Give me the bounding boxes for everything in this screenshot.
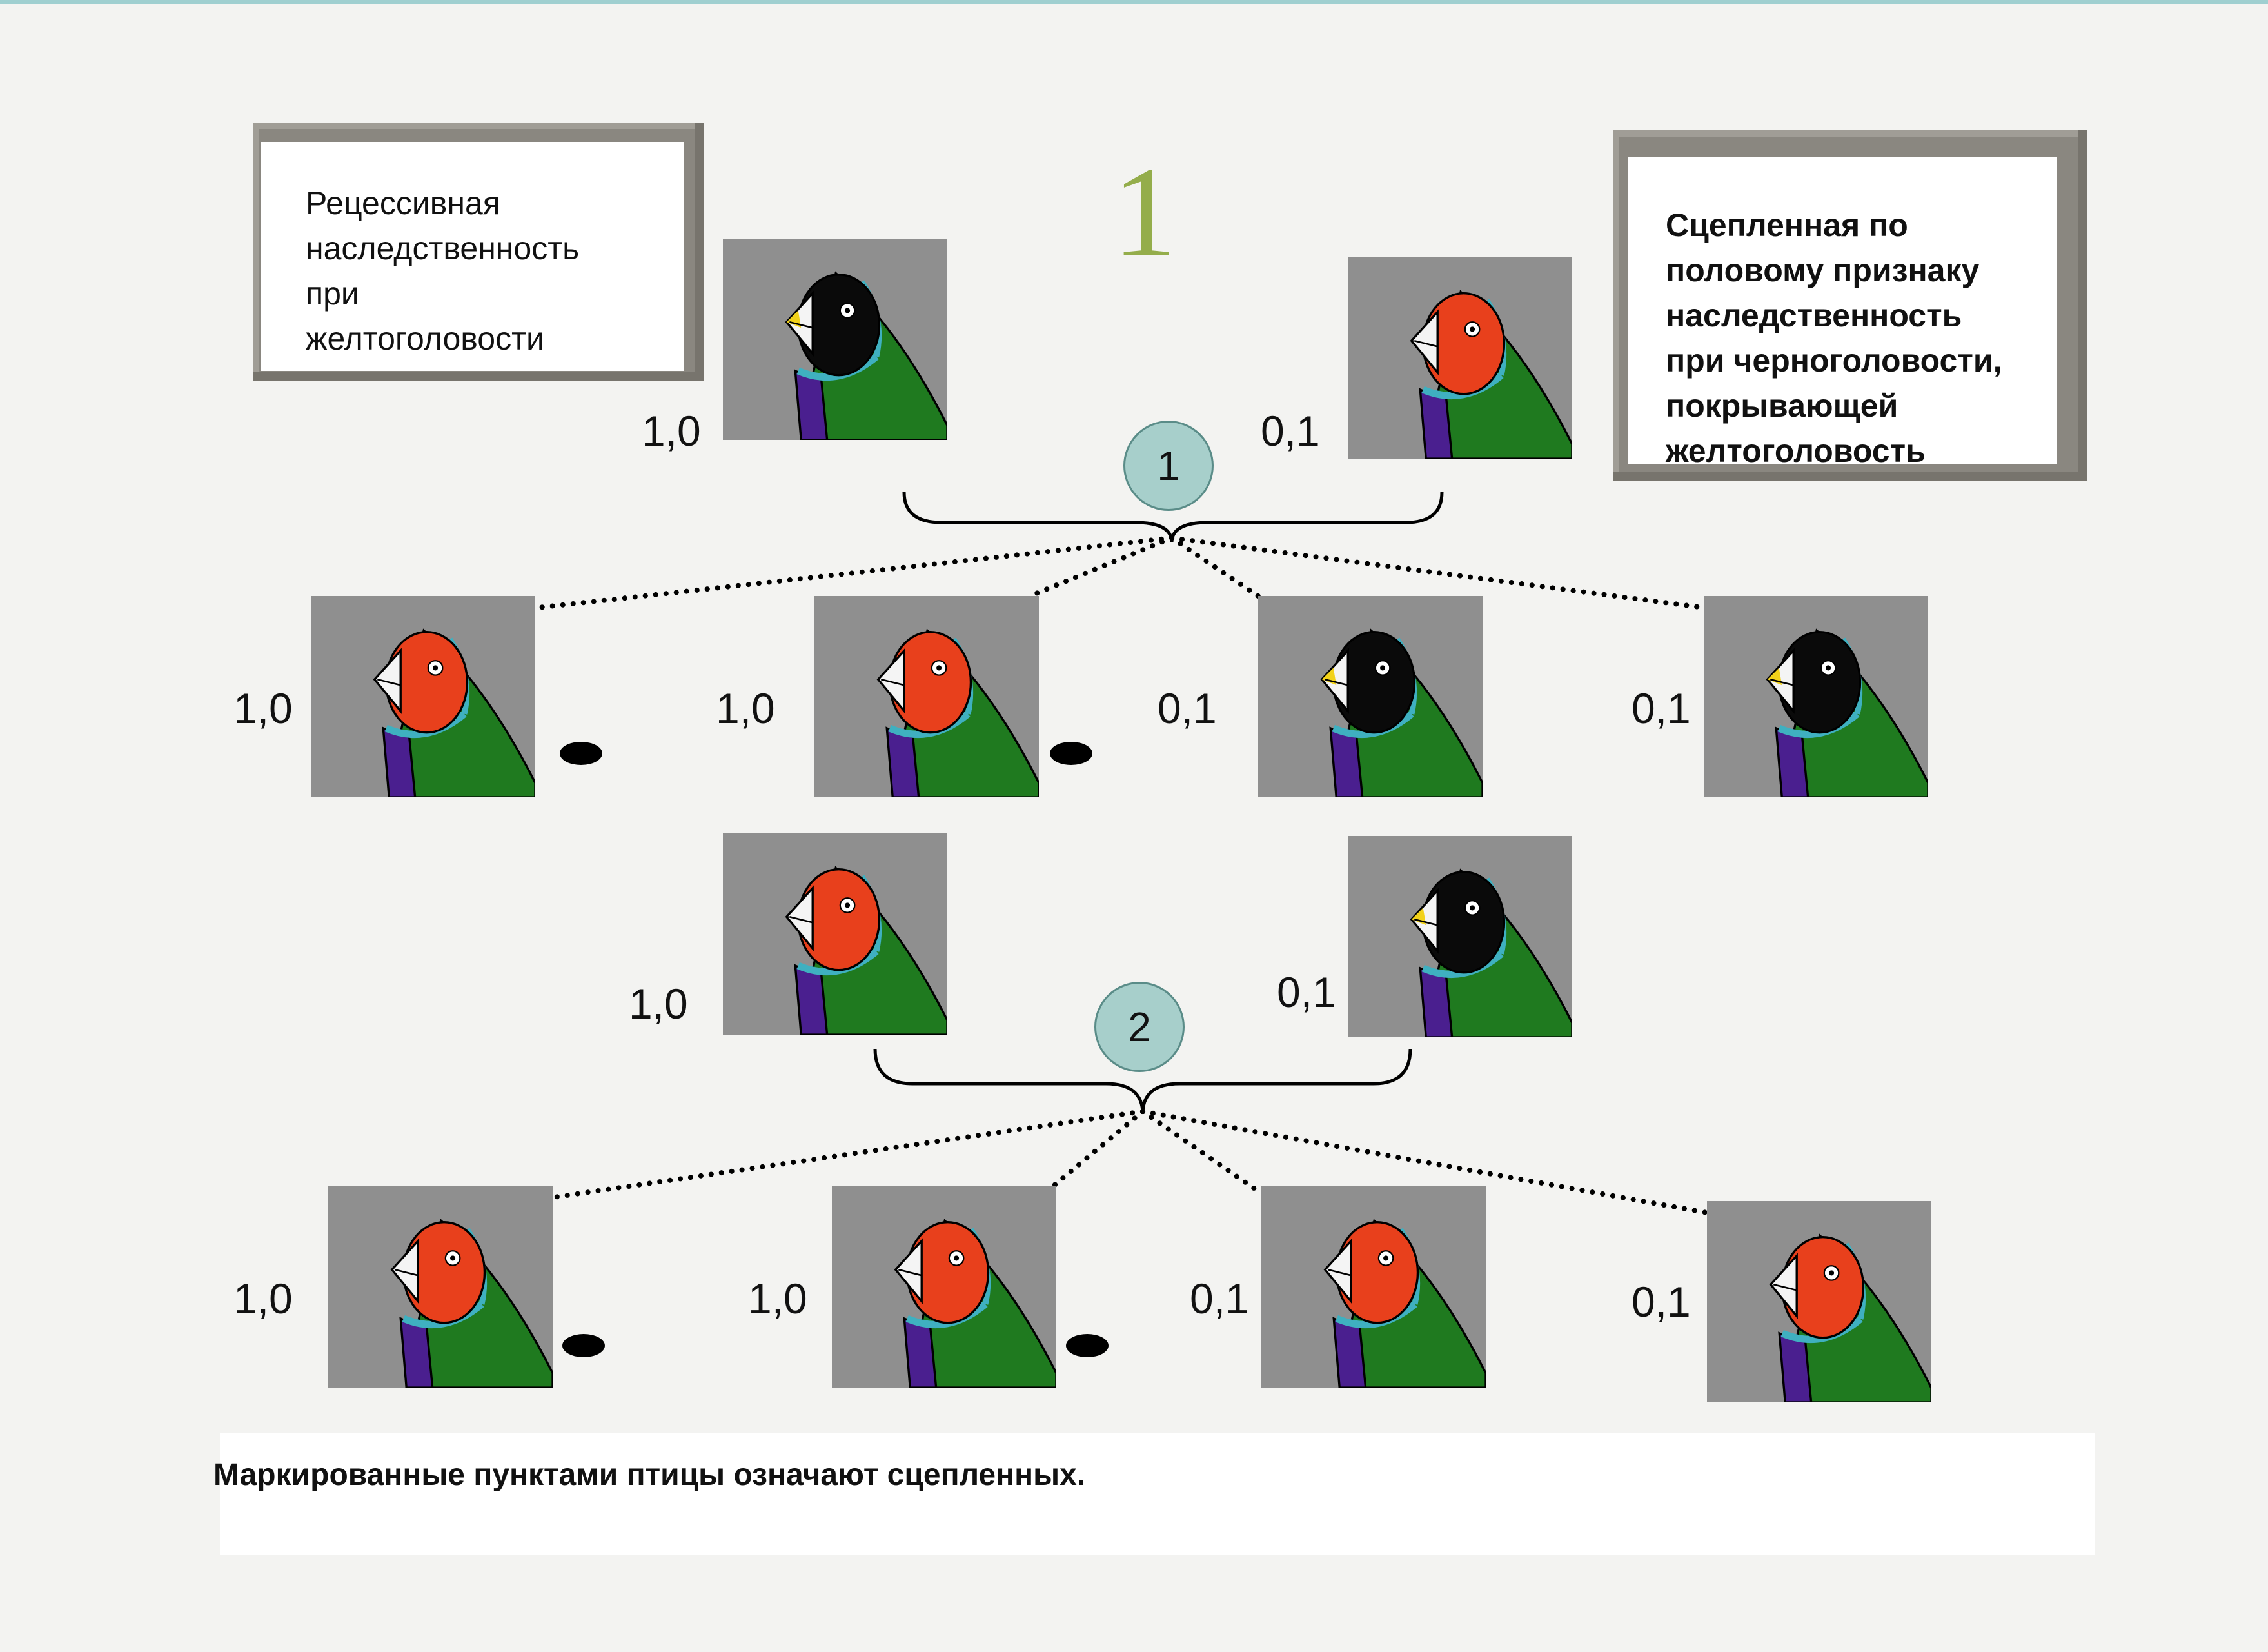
- line: наследственность: [1666, 297, 1962, 333]
- sex-ratio-label: 0,1: [1632, 1278, 1691, 1326]
- line: при: [306, 275, 359, 312]
- sex-ratio-label: 1,0: [748, 1275, 807, 1322]
- finch-icon: [1410, 868, 1572, 1037]
- linked-marker-dot: [560, 742, 602, 765]
- black-headed-finch-image: [723, 239, 947, 440]
- sex-ratio-label: 0,1: [1261, 407, 1320, 455]
- finch-icon: [1769, 1233, 1931, 1402]
- dotted-line: [1140, 1109, 1264, 1196]
- dotted-line: [547, 1109, 1145, 1200]
- line: Сцепленная по: [1666, 207, 1908, 243]
- generation-circle-2: 2: [1094, 982, 1185, 1072]
- finch-icon: [894, 1219, 1056, 1388]
- generation-circle-1: 1: [1123, 421, 1214, 511]
- finch-icon: [1766, 628, 1928, 797]
- dotted-line: [1050, 1109, 1145, 1189]
- red-headed-finch-image: [814, 596, 1039, 797]
- dotted-line: [1169, 535, 1706, 610]
- line: желтоголовость: [1666, 433, 1926, 469]
- sex-ratio-label: 1,0: [642, 407, 701, 455]
- red-headed-finch-image: [1348, 257, 1572, 459]
- finch-icon: [1323, 1219, 1486, 1388]
- dotted-line: [535, 535, 1174, 610]
- line: Рецессивная: [306, 185, 500, 221]
- sex-ratio-label: 1,0: [716, 684, 775, 732]
- sex-linked-inheritance-box: Сцепленная по половому признаку наследст…: [1613, 130, 2087, 481]
- black-headed-finch-image: [1348, 836, 1572, 1037]
- sex-ratio-label: 0,1: [1277, 968, 1336, 1016]
- box-face: Сцепленная по половому признаку наследст…: [1628, 157, 2057, 469]
- box-face: Рецессивная наследственность при желтого…: [261, 142, 684, 371]
- footer-text: Маркированные пунктами птицы означают сц…: [213, 1458, 1086, 1492]
- line: наследственность: [306, 230, 580, 266]
- linked-marker-dot: [1050, 742, 1092, 765]
- red-headed-finch-image: [832, 1186, 1056, 1388]
- sex-ratio-label: 1,0: [233, 1275, 293, 1322]
- finch-icon: [876, 628, 1039, 797]
- linked-marker-dot: [562, 1334, 605, 1357]
- finch-icon: [1320, 628, 1483, 797]
- black-headed-finch-image: [1704, 596, 1928, 797]
- sex-ratio-label: 0,1: [1190, 1275, 1249, 1322]
- finch-icon: [785, 866, 947, 1035]
- recessive-inheritance-box: Рецессивная наследственность при желтого…: [253, 123, 704, 381]
- red-headed-finch-image: [328, 1186, 553, 1388]
- dotted-line: [1140, 1109, 1710, 1215]
- finch-icon: [785, 271, 947, 440]
- brace-1: [902, 492, 1444, 543]
- finch-icon: [1410, 290, 1572, 459]
- linked-marker-dot: [1066, 1334, 1109, 1357]
- sex-ratio-label: 0,1: [1158, 684, 1217, 732]
- dotted-line: [1169, 535, 1261, 599]
- finch-icon: [373, 628, 535, 797]
- sex-ratio-label: 1,0: [629, 980, 688, 1028]
- box-text: Рецессивная наследственность при желтого…: [306, 181, 579, 361]
- finch-icon: [390, 1219, 553, 1388]
- line: покрывающей: [1666, 388, 1898, 424]
- line: половому признаку: [1666, 252, 1980, 288]
- sex-ratio-label: 0,1: [1632, 684, 1691, 732]
- dotted-lines: [535, 535, 1710, 1215]
- diagram-number: 1: [1112, 141, 1177, 284]
- red-headed-finch-image: [723, 833, 947, 1035]
- line: при черноголовости,: [1666, 343, 2002, 379]
- line: желтоголовости: [306, 321, 544, 357]
- top-border: [0, 0, 2268, 4]
- sex-ratio-label: 1,0: [233, 684, 293, 732]
- red-headed-finch-image: [1261, 1186, 1486, 1388]
- red-headed-finch-image: [311, 596, 535, 797]
- footer-note: Маркированные пунктами птицы означают сц…: [213, 1433, 2095, 1555]
- box-text: Сцепленная по половому признаку наследст…: [1666, 203, 2002, 473]
- black-headed-finch-image: [1258, 596, 1483, 797]
- red-headed-finch-image: [1707, 1201, 1931, 1402]
